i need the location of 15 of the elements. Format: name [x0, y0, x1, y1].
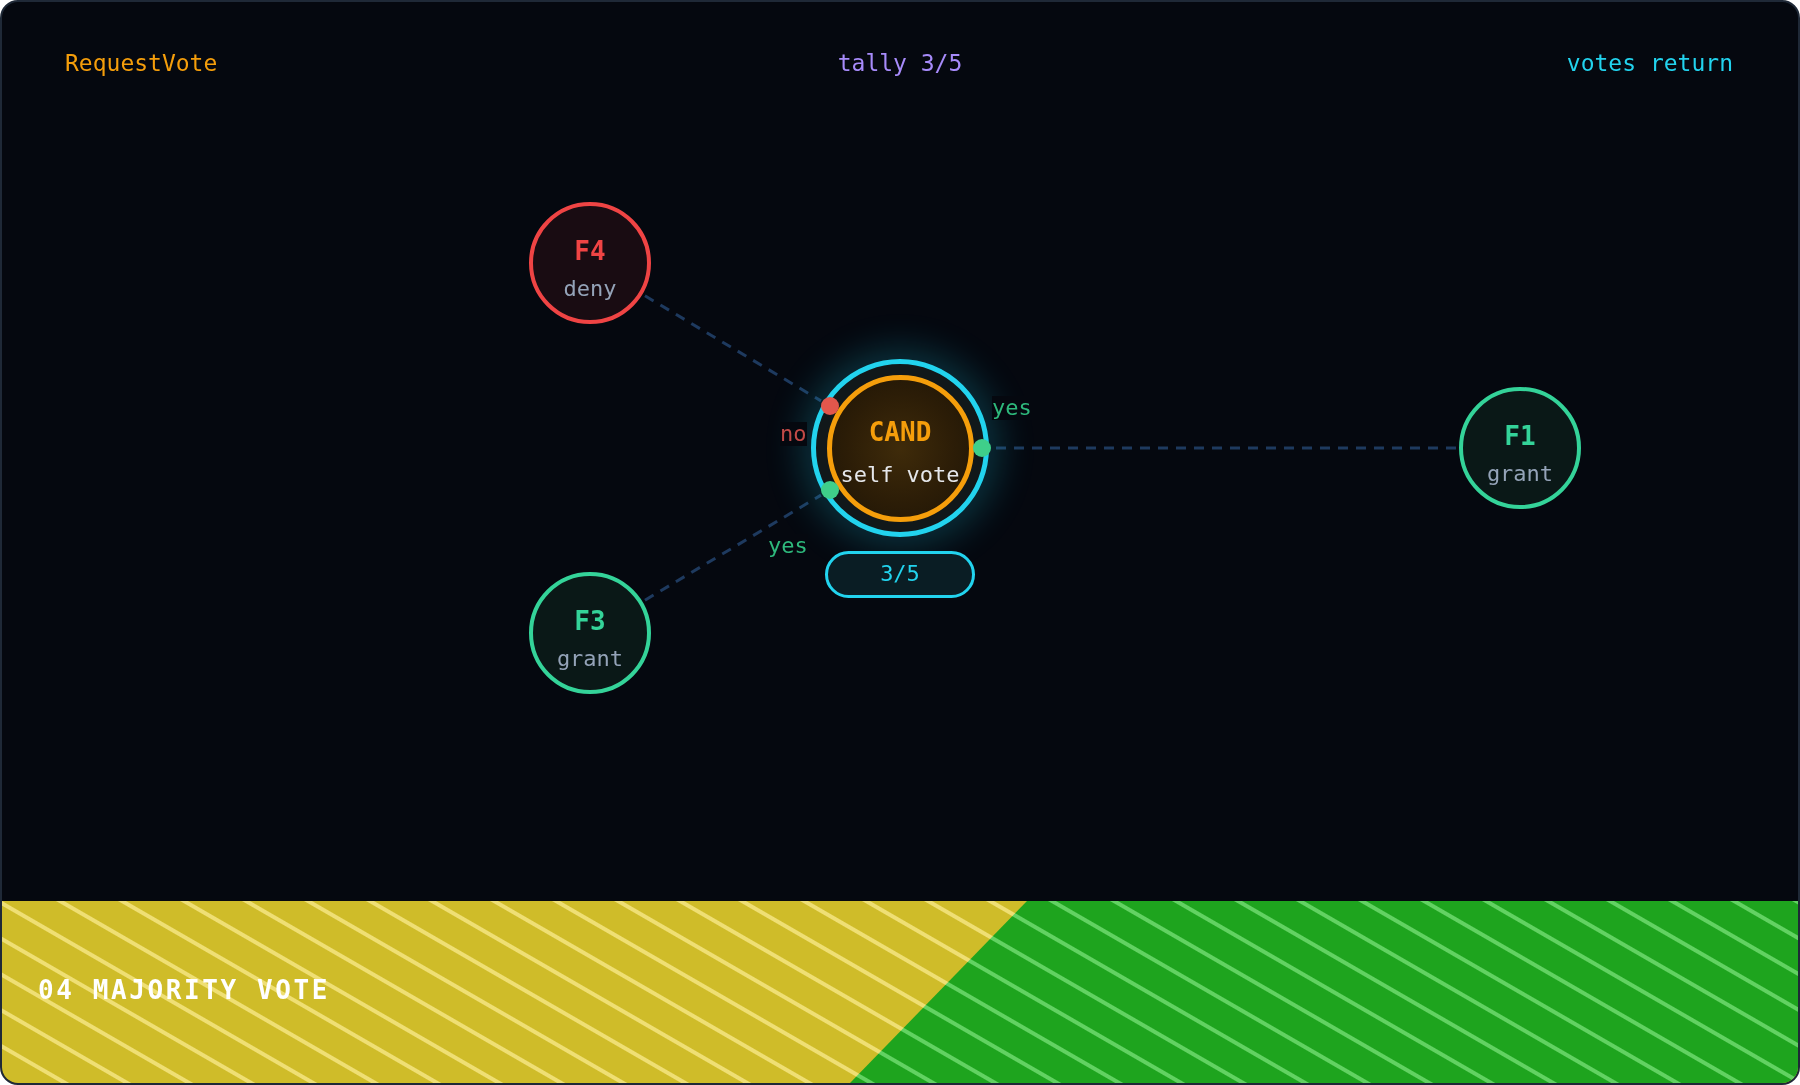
count-pill: 3/5 — [825, 550, 975, 598]
node-subtitle: self vote — [840, 461, 960, 488]
node-status: grant — [1486, 461, 1554, 487]
node-status: grant — [556, 646, 624, 672]
node-title: CAND — [868, 416, 932, 447]
node-title: F1 — [1504, 421, 1536, 451]
header-label: RequestVote — [65, 49, 218, 77]
dashed-connector — [644, 294, 822, 403]
header-label: votes return — [1566, 49, 1733, 77]
node-status: deny — [563, 276, 617, 302]
node-title: F3 — [574, 606, 606, 636]
dashed-connector — [644, 493, 822, 602]
header-label: tally 3/5 — [837, 49, 963, 77]
band-title: 04 MAJORITY VOTE — [38, 974, 331, 1006]
node-title: F4 — [574, 236, 606, 266]
